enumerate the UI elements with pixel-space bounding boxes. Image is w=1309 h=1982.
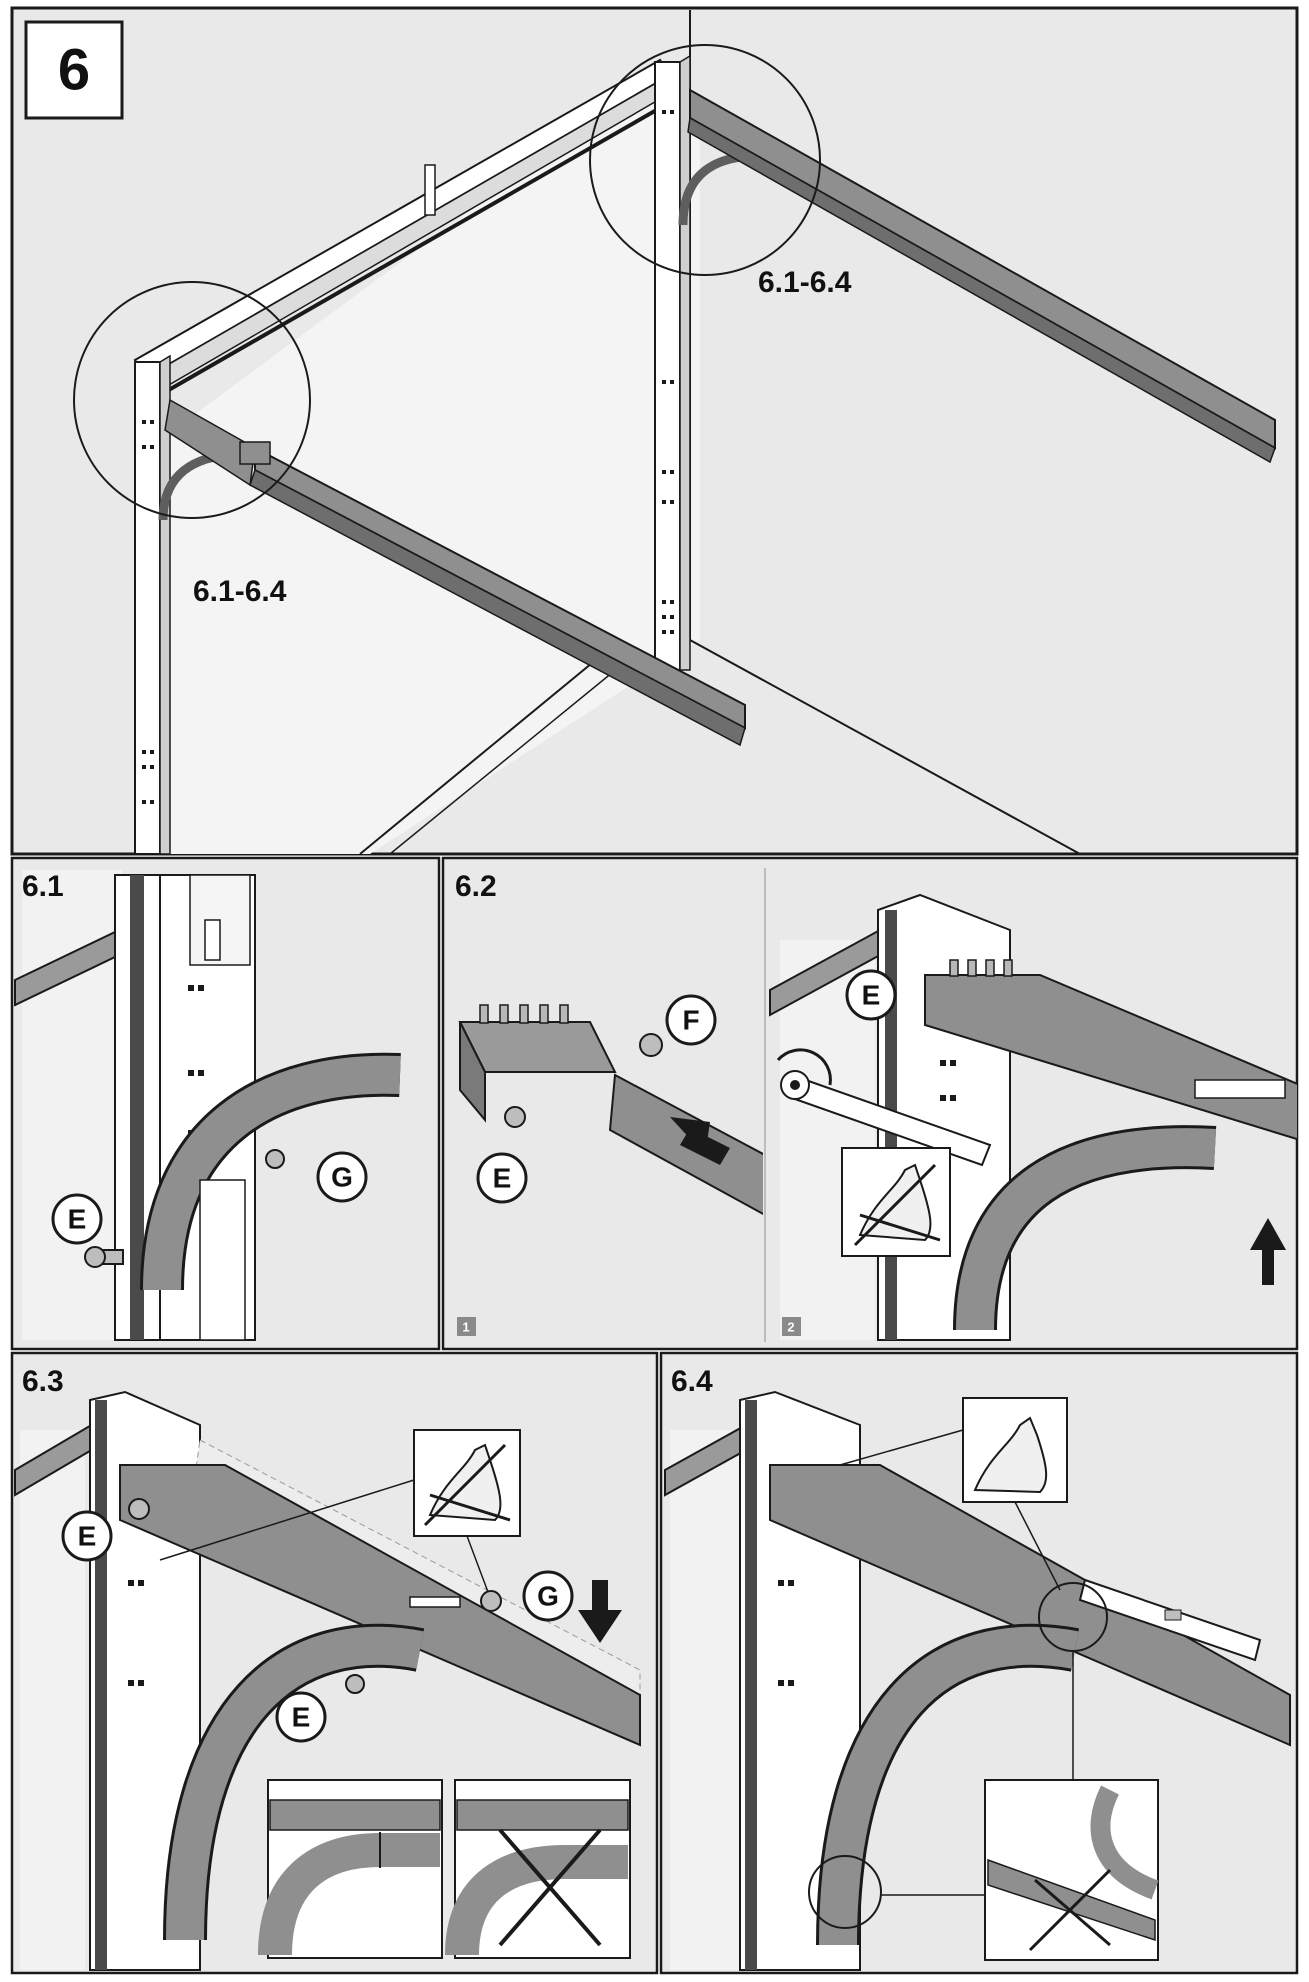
panel-6-1: 6.1 E G [10, 856, 441, 1351]
inset-correct-joint [258, 1779, 443, 1959]
panel-6-1-title: 6.1 [22, 870, 64, 903]
callout-label-right: 6.1-6.4 [758, 266, 852, 299]
step-number-box [24, 20, 124, 120]
label-e: E [275, 1691, 327, 1743]
no-force-icon [413, 1429, 521, 1537]
panel-6-2-title: 6.2 [455, 870, 497, 903]
panel-6-2: 6.2 F E E 1 2 [441, 856, 1299, 1351]
svg-text:F: F [682, 1005, 699, 1036]
panel-6-4-title: 6.4 [671, 1365, 713, 1398]
label-g: G [316, 1151, 368, 1203]
inset-incorrect-joint [445, 1779, 631, 1959]
no-force-icon [841, 1147, 951, 1257]
label-e: E [476, 1152, 528, 1204]
main-overview-panel: 6 6.1-6.4 6.1-6.4 [10, 6, 1299, 856]
panel-6-3-title: 6.3 [22, 1365, 64, 1398]
label-g: G [522, 1570, 574, 1622]
svg-text:E: E [68, 1204, 87, 1235]
svg-text:E: E [493, 1163, 512, 1194]
step-number: 6 [58, 38, 90, 103]
detail-circle-right [589, 44, 821, 276]
svg-text:E: E [78, 1521, 97, 1552]
svg-text:1: 1 [462, 1320, 469, 1335]
label-f: F [665, 994, 717, 1046]
detail-circle-left [73, 281, 311, 519]
panel-6-3: 6.3 E G E [10, 1351, 659, 1975]
callout-label-left: 6.1-6.4 [193, 575, 287, 608]
label-e: E [61, 1510, 113, 1562]
svg-text:G: G [331, 1162, 353, 1193]
svg-text:2: 2 [787, 1320, 794, 1335]
svg-text:E: E [292, 1702, 311, 1733]
inset-incorrect-gap [984, 1779, 1159, 1961]
label-e: E [51, 1193, 103, 1245]
panel-6-4: 6.4 [659, 1351, 1299, 1975]
svg-text:E: E [862, 980, 881, 1011]
svg-text:G: G [537, 1581, 559, 1612]
sub-step-marker-1: 1 [457, 1317, 476, 1336]
force-icon [962, 1397, 1068, 1503]
label-e: E [845, 969, 897, 1021]
sub-step-marker-2: 2 [782, 1317, 801, 1336]
